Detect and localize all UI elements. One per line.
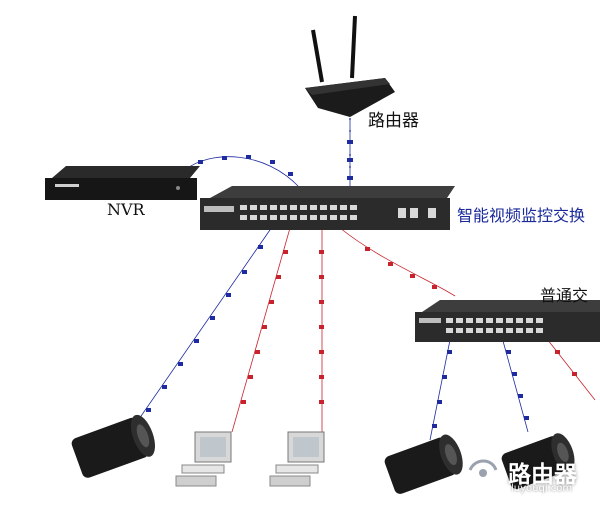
watermark-logo-icon <box>463 450 503 490</box>
computer-icon <box>269 431 325 487</box>
smart-switch-icon <box>200 186 455 230</box>
camera-icon <box>71 414 155 478</box>
smart-switch-label: 智能视频监控交换 <box>457 206 586 225</box>
normal-switch-label: 普通交 <box>540 286 589 305</box>
nvr-label: NVR <box>107 200 145 219</box>
normal-switch-icon <box>415 300 600 342</box>
cable-normal-camera-2 <box>499 329 529 433</box>
camera-icon <box>501 433 575 490</box>
cable-switch-camera-1 <box>129 226 273 433</box>
cables <box>129 118 596 441</box>
computer-icon <box>175 431 232 487</box>
router-icon <box>305 15 395 117</box>
cable-switch-pc-1 <box>231 227 291 433</box>
watermark-url: luyouqi.com <box>511 483 573 494</box>
watermark-text: 路由器 <box>508 462 577 488</box>
cable-beads <box>146 140 577 428</box>
cable-switch-normal <box>339 227 456 297</box>
cable-normal-camera-1 <box>429 329 453 441</box>
nvr-icon <box>45 166 200 200</box>
cable-nvr-switch <box>184 156 301 189</box>
router-label: 路由器 <box>368 111 419 131</box>
camera-icon <box>384 434 463 494</box>
